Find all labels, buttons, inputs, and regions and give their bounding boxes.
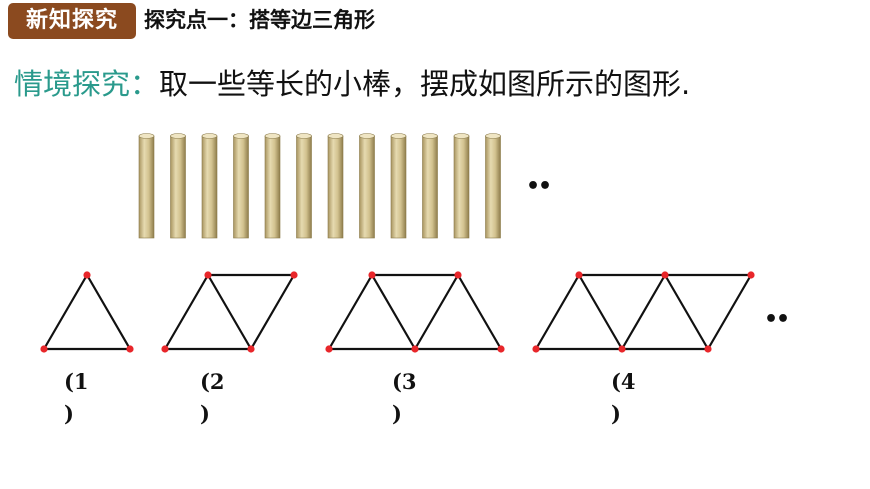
stick (327, 133, 344, 239)
vertex-dot (661, 271, 669, 279)
stick (422, 133, 438, 239)
stick-edge (249, 273, 296, 351)
vertex-dot (747, 271, 755, 279)
stick (170, 133, 186, 239)
vertex-dot (454, 271, 462, 279)
stick-edge (413, 273, 460, 351)
figure-label-3-close: ) (392, 401, 402, 426)
vertex-dot (497, 345, 505, 353)
vertex-dot (368, 271, 376, 279)
figure-label-4-open: (4 (611, 369, 636, 394)
vertex-dot (161, 345, 169, 353)
triangle-figure-4 (532, 271, 755, 353)
stick-edge (206, 273, 253, 351)
vertex-dot (575, 271, 583, 279)
stick (201, 133, 218, 239)
stick-edge (85, 273, 132, 351)
stick-edge (163, 273, 210, 351)
stick-edge (706, 273, 753, 351)
vertex-dot (204, 271, 212, 279)
stick-edge (534, 273, 581, 351)
vertex-dot (247, 345, 255, 353)
stick (485, 133, 501, 239)
vertex-dot (126, 345, 134, 353)
stick (264, 133, 281, 239)
vertex-dot (290, 271, 298, 279)
vertex-dot (83, 271, 91, 279)
section-badge: 新知探究 (8, 3, 136, 39)
vertex-dot (704, 345, 712, 353)
stick-edge (370, 273, 417, 351)
figure-label-1-open: (1 (64, 369, 89, 394)
figure-label-3: (3 ) (392, 366, 432, 430)
figure-label-2: (2 ) (200, 366, 240, 430)
stick-edge (620, 273, 667, 351)
vertex-dot (532, 345, 540, 353)
figure-label-3-open: (3 (392, 369, 417, 394)
triangle-figure-2 (161, 271, 298, 353)
triangle-figure-1 (40, 271, 134, 353)
figure-label-4: (4 ) (611, 366, 651, 430)
vertex-dot (325, 345, 333, 353)
stick (453, 133, 470, 239)
stick-edge (663, 273, 710, 351)
figure-label-1: (1 ) (64, 366, 104, 430)
stick (138, 133, 155, 239)
stick-edge (42, 273, 89, 351)
sticks-ellipsis: •• (526, 174, 552, 199)
figures-ellipsis: •• (764, 307, 790, 332)
figure-label-2-open: (2 (200, 369, 225, 394)
stick-edge (327, 273, 374, 351)
stick (296, 133, 312, 239)
scenario-text: 情境探究：取一些等长的小棒，摆成如图所示的图形. (14, 64, 690, 104)
vertex-dot (411, 345, 419, 353)
figure-label-2-close: ) (200, 401, 210, 426)
stick-edge (577, 273, 624, 351)
stick-edge (456, 273, 503, 351)
figure-label-1-close: ) (64, 401, 74, 426)
section-heading: 探究点一：搭等边三角形 (144, 8, 375, 32)
scenario-lead: 情境探究： (14, 67, 160, 101)
vertex-dot (618, 345, 626, 353)
figure-label-4-close: ) (611, 401, 621, 426)
triangle-figure-3 (325, 271, 505, 353)
scenario-body: 取一些等长的小棒，摆成如图所示的图形. (159, 67, 691, 101)
stick (233, 133, 249, 239)
stick (359, 133, 375, 239)
stick (390, 133, 407, 239)
vertex-dot (40, 345, 48, 353)
